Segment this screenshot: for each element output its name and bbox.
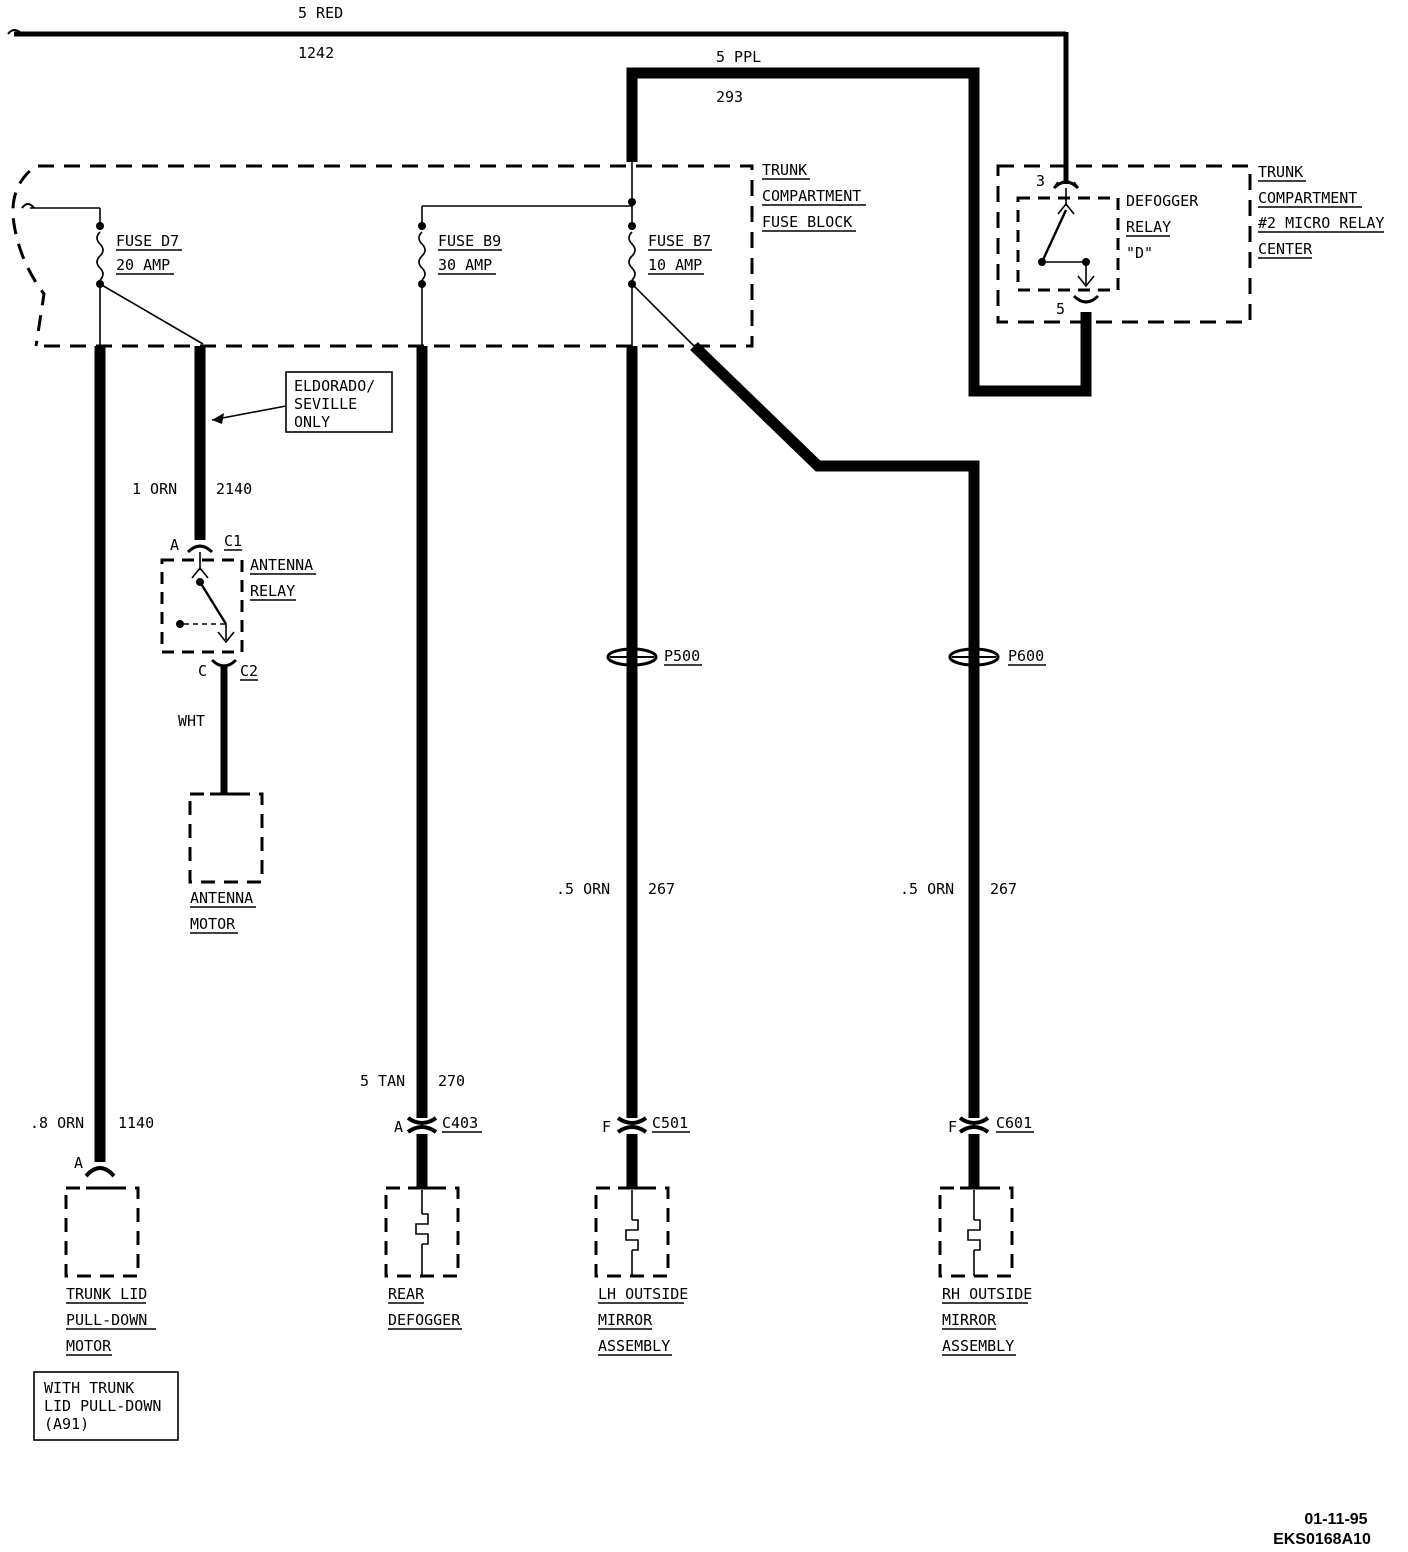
circuit-label-1140: 1140 <box>118 1114 154 1132</box>
relay-center-title-line4: CENTER <box>1258 240 1313 258</box>
fuse-b9 <box>418 205 632 346</box>
wire-label-lh-orn: .5 ORN <box>556 880 610 898</box>
lh-mirror-assembly <box>594 1186 670 1278</box>
fuse-block-title-line2: COMPARTMENT <box>762 187 861 205</box>
c403-id: C403 <box>442 1114 478 1132</box>
wire-label-8-orn: .8 ORN <box>30 1114 84 1132</box>
relay-pin-3: 3 <box>1036 172 1045 190</box>
fuse-d7 <box>96 208 204 346</box>
relay-center-title-line2: COMPARTMENT <box>1258 189 1357 207</box>
defogger-relay-line1: DEFOGGER <box>1126 192 1199 210</box>
footer-code: EKS0168A10 <box>1273 1531 1371 1548</box>
wire-label-rh-orn: .5 ORN <box>900 880 954 898</box>
connector-c403 <box>406 1116 438 1134</box>
fuse-b7 <box>628 162 695 347</box>
defogger-relay-line3: "D" <box>1126 244 1153 262</box>
eldorado-note-line2: SEVILLE <box>294 395 357 413</box>
circuit-label-267-lh: 267 <box>648 880 675 898</box>
relay-center-title-line1: TRUNK <box>1258 163 1303 181</box>
wire-5-ppl <box>626 67 1092 397</box>
fuse-block-outline <box>11 164 754 348</box>
wire-label-5-tan: 5 TAN <box>360 1072 405 1090</box>
fuse-d7-name: FUSE D7 <box>116 232 179 250</box>
defogger-relay-line2: RELAY <box>1126 218 1171 236</box>
rear-defogger-line2: DEFOGGER <box>388 1311 461 1329</box>
antenna-motor <box>188 792 264 884</box>
relay-pin-5: 5 <box>1056 300 1065 318</box>
circuit-label-293: 293 <box>716 88 743 106</box>
wire-label-1-orn: 1 ORN <box>132 480 177 498</box>
c601-id: C601 <box>996 1114 1032 1132</box>
rear-defogger <box>384 1186 460 1278</box>
lh-mirror-line2: MIRROR <box>598 1311 653 1329</box>
trunk-lid-line3: MOTOR <box>66 1337 112 1355</box>
rh-mirror-assembly <box>938 1186 1014 1278</box>
fuse-b9-name: FUSE B9 <box>438 232 501 250</box>
trunk-lid-line2: PULL-DOWN <box>66 1311 147 1329</box>
option-note-line2: LID PULL-DOWN <box>44 1397 161 1415</box>
fuse-block-title-line3: FUSE BLOCK <box>762 213 852 231</box>
antenna-relay-conn-c1: C1 <box>224 532 242 550</box>
trunk-lid-line1: TRUNK LID <box>66 1285 147 1303</box>
footer-date: 01-11-95 <box>1304 1511 1367 1528</box>
wire-label-ppl: 5 PPL <box>716 48 761 66</box>
rh-mirror-line2: MIRROR <box>942 1311 997 1329</box>
eldorado-note-line3: ONLY <box>294 413 330 431</box>
connector-c601 <box>958 1116 990 1134</box>
connector-c501 <box>616 1116 648 1134</box>
splice-p500-label: P500 <box>664 647 700 665</box>
fuse-b9-rating: 30 AMP <box>438 256 492 274</box>
rear-defogger-line1: REAR <box>388 1285 425 1303</box>
circuit-label-270: 270 <box>438 1072 465 1090</box>
lh-mirror-line3: ASSEMBLY <box>598 1337 670 1355</box>
option-note-line3: (A91) <box>44 1415 89 1433</box>
antenna-relay-conn-c2: C2 <box>240 662 258 680</box>
antenna-relay-pin-a: A <box>170 536 179 554</box>
option-note-box <box>33 1371 179 1441</box>
c601-pin: F <box>948 1118 957 1136</box>
antenna-motor-line2: MOTOR <box>190 915 236 933</box>
rh-mirror-line3: ASSEMBLY <box>942 1337 1014 1355</box>
fuse-block-title: TRUNK COMPARTMENT FUSE BLOCK <box>762 161 866 232</box>
eldorado-note-line1: ELDORADO/ <box>294 377 375 395</box>
wire-label-red: 5 RED <box>298 4 343 22</box>
trunk-lid-motor <box>64 1186 140 1278</box>
c501-id: C501 <box>652 1114 688 1132</box>
circuit-label-1242: 1242 <box>298 44 334 62</box>
wire-rh-orn <box>690 342 980 1118</box>
c403-pin: A <box>394 1118 403 1136</box>
micro-relay-center <box>996 164 1252 324</box>
wire-5-red <box>7 29 1069 176</box>
lh-mirror-line1: LH OUTSIDE <box>598 1285 688 1303</box>
splice-p600-label: P600 <box>1008 647 1044 665</box>
splice-p500 <box>606 647 658 667</box>
circuit-label-2140: 2140 <box>216 480 252 498</box>
option-note-line1: WITH TRUNK <box>44 1379 134 1397</box>
eldorado-note <box>211 371 393 433</box>
antenna-relay-label-line1: ANTENNA <box>250 556 313 574</box>
fuse-b7-name: FUSE B7 <box>648 232 711 250</box>
rh-mirror-line1: RH OUTSIDE <box>942 1285 1032 1303</box>
circuit-label-267-rh: 267 <box>990 880 1017 898</box>
fuse-d7-rating: 20 AMP <box>116 256 170 274</box>
antenna-relay-pin-c: C <box>198 662 207 680</box>
fuse-block-title-line1: TRUNK <box>762 161 807 179</box>
splice-p600 <box>948 647 1000 667</box>
trunk-conn-pin-a: A <box>74 1154 83 1172</box>
fuse-b7-rating: 10 AMP <box>648 256 702 274</box>
relay-center-title-line3: #2 MICRO RELAY <box>1258 214 1384 232</box>
wire-label-wht: WHT <box>178 712 205 730</box>
antenna-motor-line1: ANTENNA <box>190 889 253 907</box>
c501-pin: F <box>602 1118 611 1136</box>
antenna-relay-label-line2: RELAY <box>250 582 295 600</box>
antenna-relay <box>160 544 244 668</box>
trunk-connector <box>84 1166 116 1178</box>
